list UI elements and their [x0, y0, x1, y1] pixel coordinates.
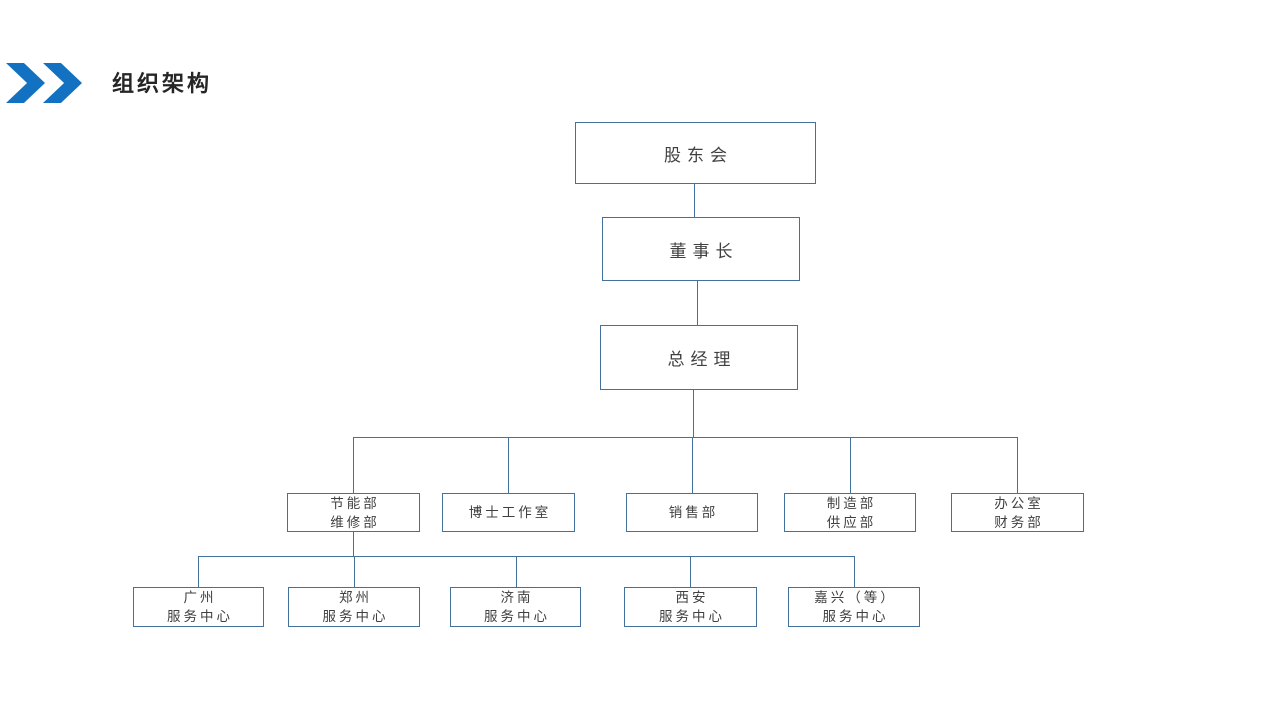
connector-line	[353, 437, 1018, 438]
connector-line	[694, 184, 695, 217]
page-title: 组织架构	[112, 71, 213, 96]
org-node-label: 销售部	[668, 505, 719, 520]
org-node-label: 董事长	[669, 241, 739, 261]
connector-line	[508, 437, 509, 493]
org-node-label: 节能部	[330, 495, 380, 511]
connector-line	[353, 437, 354, 493]
org-node-energy-maintenance: 节能部 维修部	[287, 493, 420, 532]
org-node-label: 西安	[675, 590, 709, 605]
org-node-label: 服务中心	[822, 609, 889, 624]
connector-line	[850, 437, 851, 493]
org-node-jinan-center: 济南 服务中心	[450, 587, 581, 627]
org-node-label: 维修部	[330, 514, 380, 530]
org-node-label: 服务中心	[659, 609, 725, 624]
connector-line	[353, 532, 354, 556]
org-node-label: 博士工作室	[468, 505, 552, 520]
connector-line	[854, 556, 855, 587]
org-node-office-finance: 办公室 财务部	[951, 493, 1084, 532]
org-node-label: 服务中心	[167, 609, 233, 624]
org-node-label: 服务中心	[322, 609, 389, 624]
connector-line	[354, 556, 355, 587]
org-node-jiaxing-center: 嘉兴（等） 服务中心	[788, 587, 920, 627]
connector-line	[198, 556, 855, 557]
org-node-label: 嘉兴（等）	[814, 590, 897, 605]
org-node-label: 制造部	[826, 495, 877, 511]
org-node-zhengzhou-center: 郑州 服务中心	[288, 587, 420, 627]
org-node-label: 济南	[500, 590, 534, 605]
org-node-doctor-studio: 博士工作室	[442, 493, 575, 532]
org-node-sales: 销售部	[626, 493, 758, 532]
org-node-label: 财务部	[994, 514, 1044, 530]
org-node-label: 郑州	[339, 590, 372, 605]
org-node-label: 广州	[183, 590, 217, 605]
chevron-right-icon	[43, 63, 82, 103]
org-node-label: 办公室	[994, 495, 1044, 511]
org-node-general-manager: 总经理	[600, 325, 798, 390]
org-node-guangzhou-center: 广州 服务中心	[133, 587, 264, 627]
org-node-label: 供应部	[826, 514, 877, 530]
connector-line	[692, 437, 693, 493]
org-node-manufacturing-supply: 制造部 供应部	[784, 493, 916, 532]
connector-line	[1017, 437, 1018, 493]
connector-line	[516, 556, 517, 587]
org-node-label: 股东会	[664, 145, 733, 165]
org-node-label: 总经理	[667, 350, 737, 369]
org-node-chairman: 董事长	[602, 217, 800, 281]
connector-line	[690, 556, 691, 587]
org-node-xian-center: 西安 服务中心	[624, 587, 757, 627]
connector-line	[198, 556, 199, 587]
connector-line	[697, 281, 698, 325]
org-node-label: 服务中心	[484, 609, 550, 624]
connector-line	[693, 390, 694, 437]
org-node-shareholders: 股东会	[575, 122, 816, 184]
chevron-right-icon	[6, 63, 45, 103]
